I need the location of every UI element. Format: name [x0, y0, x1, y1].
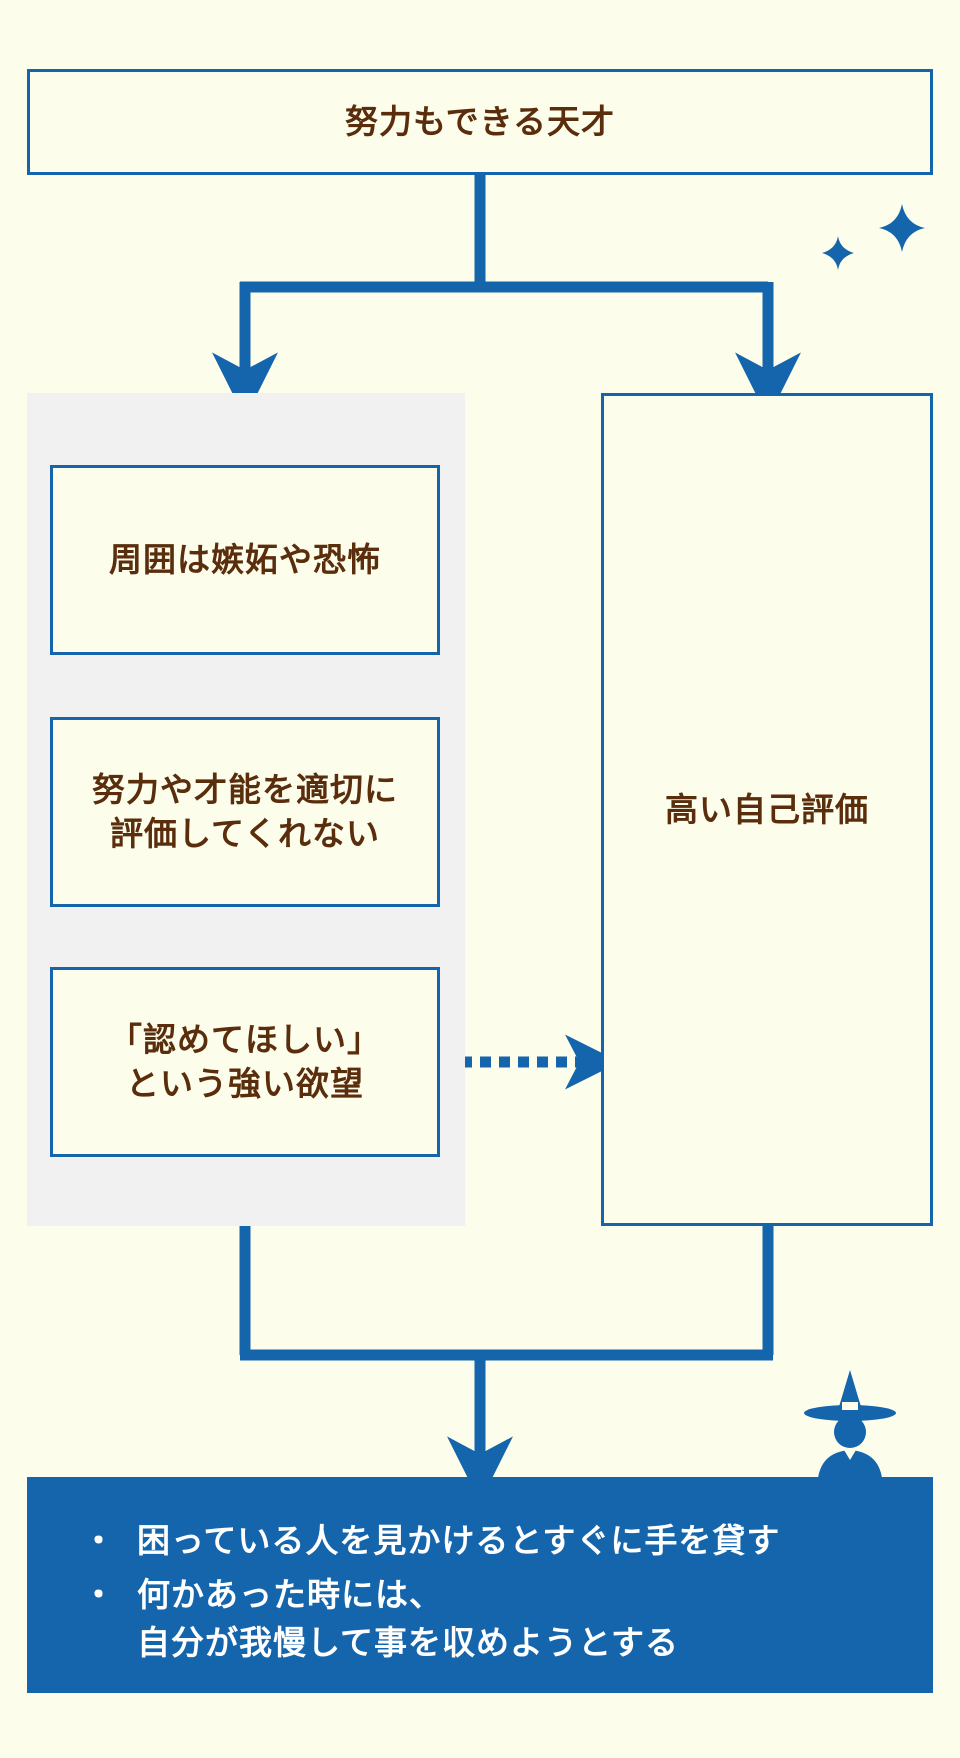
connector-top-split — [240, 175, 768, 293]
right-box-self-esteem: 高い自己評価 — [601, 393, 933, 1226]
sparkle-icon — [822, 236, 854, 270]
top-box-label: 努力もできる天才 — [344, 102, 616, 142]
bullet-symbol: ・ — [82, 1575, 116, 1614]
left-box-surroundings-label: 周囲は嫉妬や恐怖 — [109, 540, 381, 580]
left-box-surroundings: 周囲は嫉妬や恐怖 — [50, 465, 440, 655]
sparkle-icon — [879, 204, 925, 252]
left-box-not-evaluated-label: 努力や才能を適切に 評価してくれない — [92, 770, 398, 853]
top-box: 努力もできる天才 — [27, 69, 933, 175]
witch-icon — [804, 1370, 896, 1478]
left-box-desire: 「認めてほしい」 という強い欲望 — [50, 967, 440, 1157]
bullet-symbol: ・ — [82, 1521, 116, 1560]
bottom-bullet-item: ・ 何かあった時には、 自分が我慢して事を収めようとする — [82, 1571, 893, 1667]
bottom-panel: ・ 困っている人を見かけるとすぐに手を貸す ・ 何かあった時には、 自分が我慢し… — [27, 1477, 933, 1693]
left-box-not-evaluated: 努力や才能を適切に 評価してくれない — [50, 717, 440, 907]
right-box-label: 高い自己評価 — [665, 789, 869, 829]
bottom-bullet-item: ・ 困っている人を見かけるとすぐに手を貸す — [82, 1517, 893, 1565]
connector-bottom-merge — [239, 1226, 774, 1361]
left-box-desire-label: 「認めてほしい」 という強い欲望 — [109, 1020, 381, 1103]
